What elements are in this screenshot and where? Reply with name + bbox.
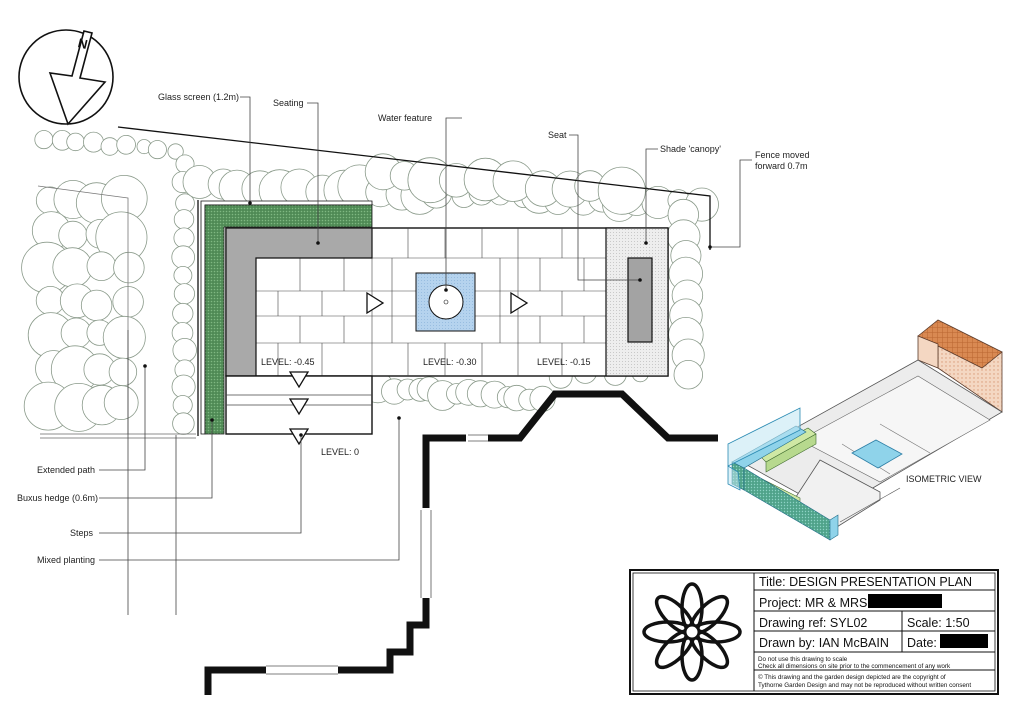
level-label: LEVEL: -0.45 [261, 357, 315, 367]
shade-canopy-label: Shade 'canopy' [660, 144, 721, 154]
planting-circle [102, 315, 146, 359]
title-block-project: Project: MR & MRS [759, 596, 867, 610]
planting-circle [80, 289, 113, 322]
water-feature-label: Water feature [378, 113, 432, 123]
extended-path-label: Extended path [37, 465, 95, 475]
planting-circle [172, 395, 193, 416]
planting-circle [147, 140, 167, 160]
title-block-note: Check all dimensions on site prior to th… [758, 663, 951, 670]
planting-circle [597, 166, 646, 215]
planting-circle [108, 357, 138, 387]
planting-circle [673, 360, 704, 390]
level-label: LEVEL: -0.30 [423, 357, 477, 367]
buxus-hedge-label: Buxus hedge (0.6m) [17, 493, 98, 503]
planting-circle [58, 220, 88, 250]
garden-boundary [40, 126, 711, 439]
planting-circle [172, 412, 195, 435]
seating-label: Seating [273, 98, 304, 108]
planting-circle [103, 385, 139, 421]
title-block-copyright: Tythorne Garden Design and may not be re… [758, 682, 971, 689]
planting-circle [173, 209, 195, 230]
title-block-date: Date: [907, 636, 937, 650]
redaction-bar [868, 594, 942, 608]
isometric-view [727, 319, 1003, 541]
planting-circle [172, 302, 194, 325]
planting-circle [173, 283, 195, 305]
planting-circle [34, 130, 54, 150]
planting-circle [173, 227, 195, 249]
title-block-drawn-by: Drawn by: IAN McBAIN [759, 636, 889, 650]
level-arrows [288, 291, 529, 446]
steps-label: Steps [70, 528, 94, 538]
planting-circle [83, 131, 104, 153]
seat [627, 257, 653, 343]
planting-circle [100, 137, 120, 156]
fence-label: Fence moved [755, 150, 810, 160]
planting-circle [171, 374, 196, 399]
planting-circle [167, 143, 184, 160]
logo-center [683, 623, 701, 641]
fence-label-2: forward 0.7m [755, 161, 808, 171]
title-block-title: Title: DESIGN PRESENTATION PLAN [759, 575, 972, 589]
planting-circle [66, 132, 85, 152]
planting-circle [171, 245, 196, 270]
planting-circle [172, 338, 197, 363]
planting-circle [52, 247, 93, 288]
house-wall [204, 390, 718, 695]
redaction-bar [940, 634, 988, 648]
planting-circle [113, 251, 145, 284]
buxus-hedge [204, 204, 373, 435]
title-block-copyright: © This drawing and the garden design dep… [758, 673, 946, 681]
flower-logo-icon [642, 582, 742, 682]
isometric-view-label: ISOMETRIC VIEW [906, 474, 982, 484]
title-block-note: Do not use this drawing to scale [758, 656, 848, 663]
mixed-planting-label: Mixed planting [37, 555, 95, 565]
water-feature [415, 272, 476, 332]
annotation-leaders [99, 96, 752, 615]
north-letter: N [76, 35, 89, 52]
level-label: LEVEL: -0.15 [537, 357, 591, 367]
glass-screen-label: Glass screen (1.2m) [158, 92, 239, 102]
title-block-drawing-ref: Drawing ref: SYL02 [759, 616, 867, 630]
planting-circle [116, 135, 136, 155]
planting-circle [173, 265, 193, 285]
title-block-scale: Scale: 1:50 [907, 616, 970, 630]
planting-circle [86, 251, 117, 282]
level-label: LEVEL: 0 [321, 447, 359, 457]
north-arrow-icon: N [18, 29, 114, 126]
seat-label: Seat [548, 130, 567, 140]
